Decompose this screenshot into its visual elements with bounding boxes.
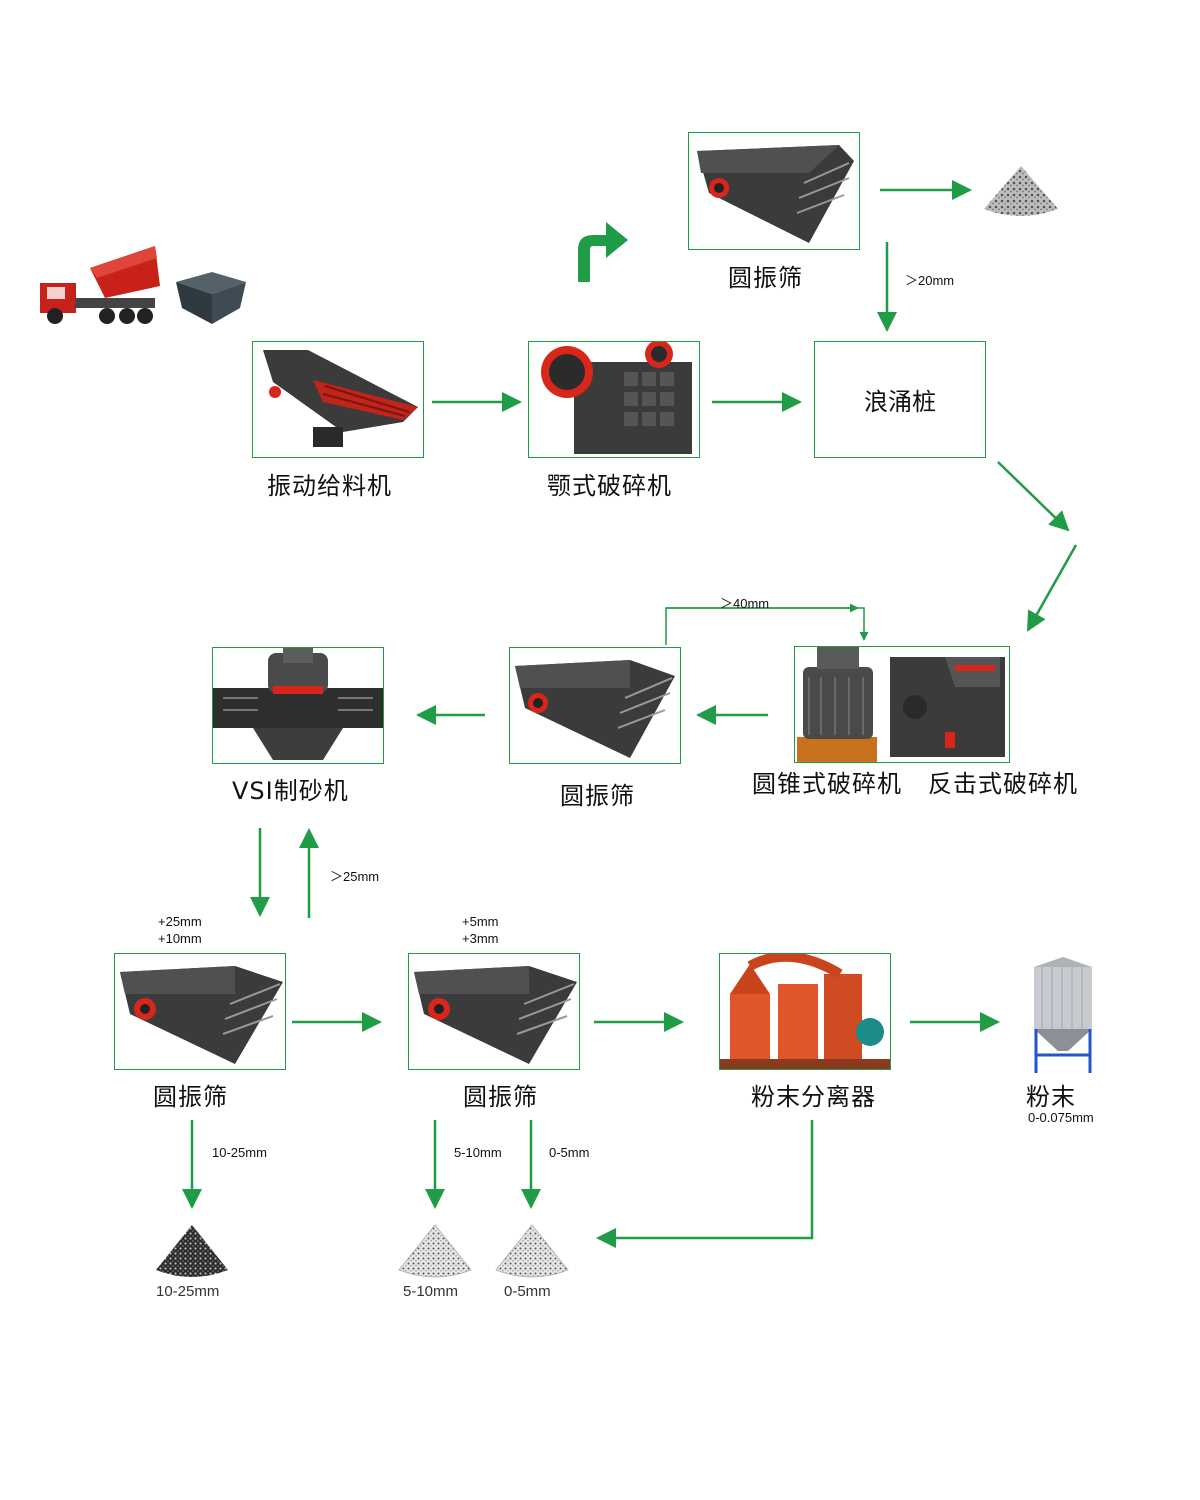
screen-b1-label: 圆振筛 [153,1083,228,1111]
feeder-image [252,341,424,458]
jaw-crusher-label: 颚式破碎机 [547,472,672,500]
b1-size-2: +10mm [158,931,202,946]
label-out-5-10: 5-10mm [454,1145,502,1160]
gravel-pile-top-icon [982,163,1060,221]
dump-truck-icon [35,238,165,328]
surge-pile-box: 浪涌桩 [814,341,986,458]
screen-b2-label: 圆振筛 [463,1083,538,1111]
vsi-image [212,647,384,764]
vsi-label: VSI制砂机 [232,777,349,805]
b2-size-2: +3mm [462,931,499,946]
separator-image [719,953,891,1070]
arrow-surge-diag-1 [997,461,1070,532]
pile-10-25-label: 10-25mm [156,1283,220,1300]
label-out-0-5: 0-5mm [549,1145,590,1160]
bent-up-arrow [578,222,628,282]
b1-size-1: +25mm [158,914,202,929]
hopper-icon [172,268,250,328]
pile-10-25-icon [154,1222,230,1282]
pile-5-10-label: 5-10mm [403,1283,459,1300]
separator-label: 粉末分离器 [751,1083,876,1111]
label-out-10-25: 10-25mm [212,1145,267,1160]
powder-silo-icon [1028,955,1098,1075]
screen-mid-image [509,647,681,764]
arrow-gt40-loop [665,607,869,645]
powder-label: 粉末 [1026,1083,1076,1111]
pile-0-5-icon [494,1222,570,1282]
label-gt40: ＞40mm [720,596,770,611]
label-gt20: ＞20mm [905,273,955,288]
screen-mid-label: 圆振筛 [560,782,635,810]
feeder-label: 振动给料机 [267,472,392,500]
impact-crusher-label: 反击式破碎机 [928,770,1078,798]
cone-crusher-label: 圆锥式破碎机 [752,770,902,798]
screen-b1-image [114,953,286,1070]
cone-impact-crusher-image [794,646,1010,763]
powder-size-label: 0-0.075mm [1028,1110,1094,1125]
jaw-crusher-image [528,341,700,458]
pile-0-5-label: 0-5mm [504,1283,551,1300]
arrow-separator-return [596,1120,814,1248]
b2-size-1: +5mm [462,914,499,929]
screen-b2-image [408,953,580,1070]
screen-top-label: 圆振筛 [728,264,803,292]
label-gt25: ＞25mm [330,869,380,884]
pile-5-10-icon [397,1222,473,1282]
arrow-surge-diag-2 [1026,544,1078,632]
screen-top-image [688,132,860,250]
surge-pile-label: 浪涌桩 [864,388,936,416]
